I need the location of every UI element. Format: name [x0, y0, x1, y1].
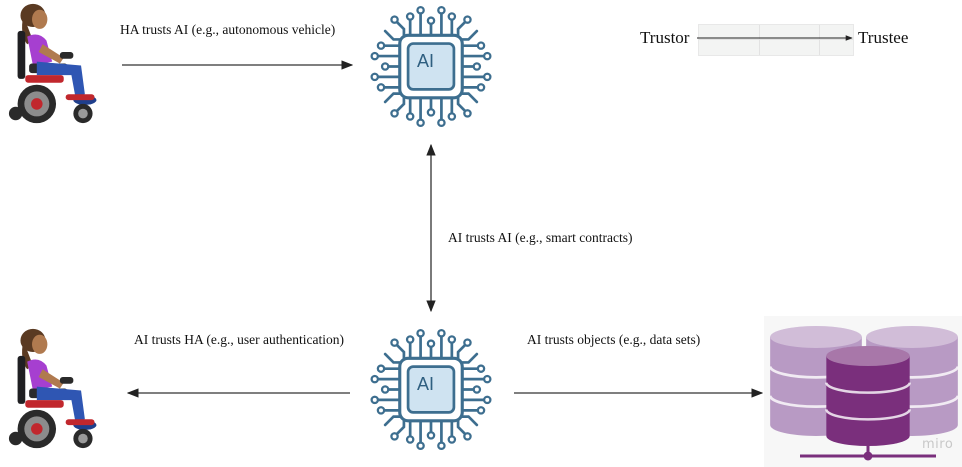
legend-trustee-label: Trustee: [858, 28, 909, 47]
legend-trustor-label: Trustor: [640, 28, 690, 47]
human-wheelchair-icon-top: [8, 3, 97, 124]
edge-label-ha-trusts-ai: HA trusts AI (e.g., autonomous vehicle): [120, 22, 336, 37]
edge-label-ai-trusts-ha: AI trusts HA (e.g., user authentication): [134, 332, 344, 347]
miro-watermark: miro: [922, 437, 954, 452]
edge-label-ai-trusts-objects: AI trusts objects (e.g., data sets): [527, 332, 701, 347]
ai-chip-label-bottom: AI: [417, 374, 435, 394]
database-stack-icon: [770, 326, 958, 461]
edge-label-ai-trusts-ai: AI trusts AI (e.g., smart contracts): [448, 230, 633, 245]
human-wheelchair-icon-bottom: [8, 328, 97, 449]
ai-chip-label-top: AI: [417, 51, 435, 71]
legend-background: [698, 24, 854, 56]
